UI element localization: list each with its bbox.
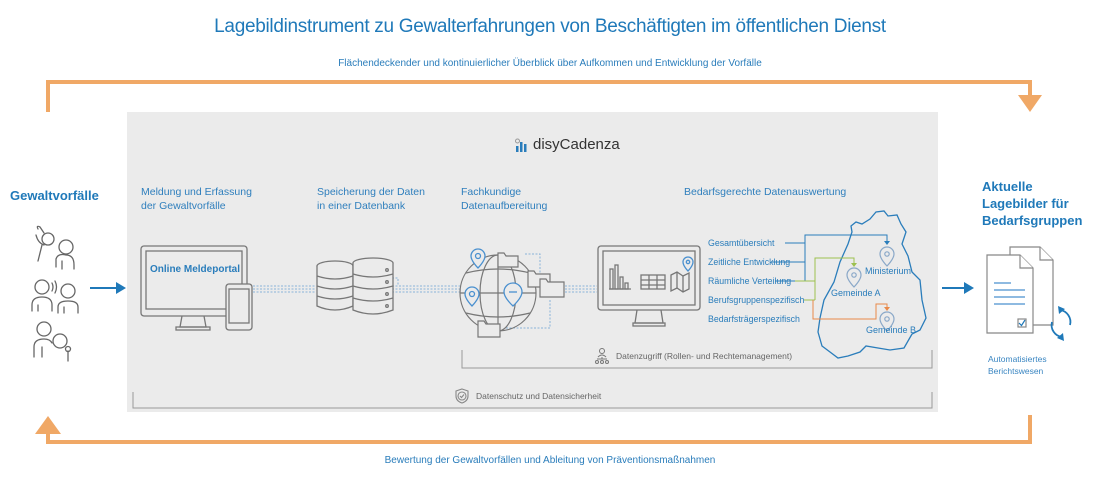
step-label-line: Datenaufbereitung (461, 200, 548, 212)
top-orange-arrow (46, 80, 1032, 112)
access-bracket (461, 350, 933, 369)
incidents-heading: Gewaltvorfälle (10, 188, 99, 203)
bottom-orange-arrow (46, 415, 1032, 444)
location-label-gemeinde-a: Gemeinde A (831, 288, 881, 298)
diagram-title: Lagebildinstrument zu Gewalterfahrungen … (214, 16, 886, 37)
verbal-aggression-icon (31, 279, 79, 314)
analytics-monitor-icon (597, 245, 701, 327)
step-label-storage: Speicherung der Daten in einer Datenbank (317, 185, 425, 213)
table-icon (640, 274, 666, 290)
data-security-label: Datenschutz und Datensicherheit (455, 388, 601, 404)
map-icon (670, 271, 690, 293)
state-outline-map (817, 210, 927, 359)
step-label-line: Meldung und Erfassung (141, 186, 252, 198)
step-label-line: Bedarfsgerechte Datenauswertung (684, 186, 847, 198)
harassment-icon (33, 321, 72, 362)
shield-check-icon (455, 388, 469, 404)
incident-icons (31, 225, 79, 362)
logo-text: disyCadenza (533, 136, 620, 153)
step-label-reporting: Meldung und Erfassung der Gewaltvorfälle (141, 185, 252, 213)
violence-assault-icon (35, 225, 75, 270)
step-label-line: in einer Datenbank (317, 200, 406, 212)
reports-heading-line: Aktuelle (982, 179, 1033, 194)
step-label-evaluation: Bedarfsgerechte Datenauswertung (684, 185, 846, 199)
arrowhead-down-icon (1018, 95, 1042, 112)
documents-sync-icon (986, 246, 1072, 341)
disycadenza-logo: disyCadenza (515, 136, 620, 153)
input-arrow-icon (90, 282, 126, 294)
access-management-text: Datenzugriff (Rollen- und Rechtemanageme… (616, 351, 793, 361)
access-management-label: Datenzugriff (Rollen- und Rechtemanageme… (594, 348, 792, 364)
output-arrow-icon (942, 282, 974, 294)
folder-icons (477, 252, 565, 338)
reports-heading-line: Lagebilder für (982, 196, 1069, 211)
bar-chart-icon (609, 264, 631, 290)
step-label-line: der Gewaltvorfälle (141, 200, 226, 212)
evaluation-item-stakeholder: Bedarfsträgerspezifisch (708, 314, 800, 324)
feedback-caption: Bewertung der Gewaltvorfällen und Ableit… (384, 455, 716, 466)
globe-folders-icon (459, 248, 565, 338)
caption-line: Berichtswesen (988, 366, 1044, 376)
evaluation-item-overview: Gesamtübersicht (708, 238, 775, 248)
step-label-line: Speicherung der Daten (317, 186, 425, 198)
evaluation-item-spatial: Räumliche Verteilung (708, 276, 792, 286)
location-pin-icons (846, 246, 895, 332)
automated-reporting-caption: Automatisiertes Berichtswesen (988, 353, 1047, 377)
bar-chart-icon (515, 138, 527, 152)
step-label-line: Fachkundige (461, 186, 522, 198)
diagram-subtitle: Flächendeckender und kontinuierlicher Üb… (338, 58, 762, 69)
reports-heading: Aktuelle Lagebilder für Bedarfsgruppen (982, 178, 1082, 229)
arrowhead-up-icon (35, 416, 61, 434)
location-label-ministerium: Ministerium (865, 266, 912, 276)
location-pin-icons (464, 248, 523, 307)
monitor-phone-icon (140, 245, 253, 331)
evaluation-item-temporal: Zeitliche Entwicklung (708, 257, 791, 267)
database-icon (316, 257, 394, 315)
evaluation-item-occupation: Berufsgruppenspezifisch (708, 295, 805, 305)
org-hierarchy-icon (595, 348, 609, 364)
online-portal-label: Online Meldeportal (150, 264, 241, 275)
reports-heading-line: Bedarfsgruppen (982, 213, 1083, 228)
sync-icon (1050, 309, 1072, 338)
security-bracket (132, 392, 933, 409)
data-security-text: Datenschutz und Datensicherheit (476, 391, 602, 401)
evaluation-list: Gesamtübersicht Zeitliche Entwicklung Rä… (708, 234, 804, 329)
caption-line: Automatisiertes (988, 354, 1047, 364)
location-label-gemeinde-b: Gemeinde B (866, 325, 917, 335)
step-label-processing: Fachkundige Datenaufbereitung (461, 185, 547, 213)
